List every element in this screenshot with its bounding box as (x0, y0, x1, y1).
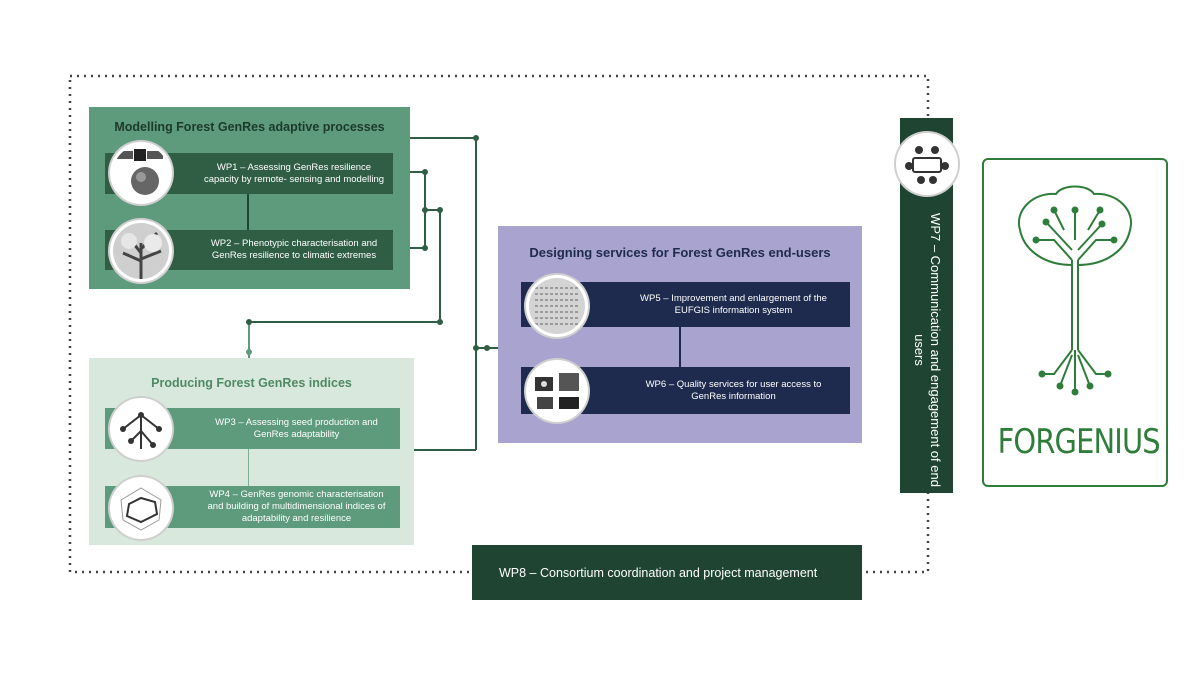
modelling-title: Modelling Forest GenRes adaptive process… (114, 120, 385, 134)
wp5-wp6-link (679, 327, 681, 367)
wp1-wp2-link (247, 194, 249, 230)
producing-title: Producing Forest GenRes indices (151, 376, 352, 390)
designing-title: Designing services for Forest GenRes end… (529, 245, 831, 260)
wp7-label: WP7 – Communication and engagement of en… (911, 213, 943, 487)
data-grid-icon (526, 275, 588, 337)
satellite-icon (110, 142, 172, 204)
forgenius-logo-text: FORGENIUS (997, 422, 1161, 462)
radar-chart-icon (110, 477, 172, 539)
circuit-tree-icon (1017, 185, 1133, 396)
forgenius-logo-card: FORGENIUS (982, 158, 1168, 487)
seed-dispersal-icon (110, 398, 172, 460)
wp8-bar[interactable]: WP8 – Consortium coordination and projec… (472, 545, 862, 600)
wp3-wp4-link (248, 449, 249, 486)
tree-canopy-icon (110, 220, 172, 282)
meeting-icon (896, 133, 958, 195)
services-icon (526, 360, 588, 422)
